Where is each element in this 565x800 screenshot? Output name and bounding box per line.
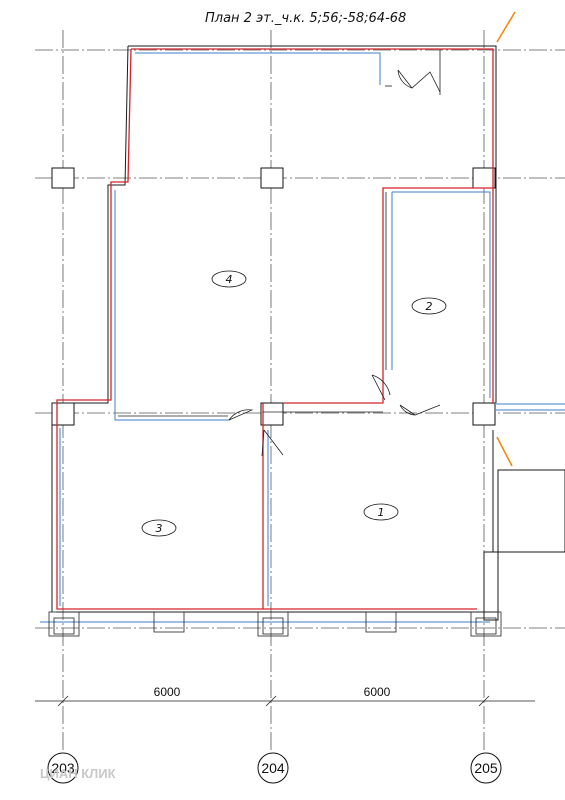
svg-text:205: 205 xyxy=(474,760,498,776)
dimension-right: 6000 xyxy=(364,685,391,699)
orange-markers xyxy=(496,11,516,467)
room-1-label: 1 xyxy=(363,503,399,521)
partitions xyxy=(118,50,441,417)
columns xyxy=(51,167,496,426)
axis-marker-203: 203 xyxy=(47,752,79,784)
room-labels: 4 2 3 1 xyxy=(141,270,447,537)
walls-blue xyxy=(40,52,565,623)
svg-text:203: 203 xyxy=(51,760,75,776)
svg-text:1: 1 xyxy=(378,506,385,519)
svg-text:2: 2 xyxy=(426,300,433,313)
axis-markers: 203 204 205 xyxy=(47,752,502,784)
room-4-label: 4 xyxy=(211,270,247,288)
watermark: ЦИАН КЛИК xyxy=(40,766,116,781)
svg-text:204: 204 xyxy=(261,760,285,776)
dimension-lines: 6000 6000 xyxy=(35,685,535,707)
grid-axes xyxy=(35,30,565,750)
axis-marker-204: 204 xyxy=(257,752,289,784)
axis-marker-205: 205 xyxy=(470,752,502,784)
doors xyxy=(228,69,441,457)
dimension-left: 6000 xyxy=(154,685,181,699)
svg-text:3: 3 xyxy=(156,522,163,535)
walls-black xyxy=(51,45,565,621)
plan-title: План 2 эт._ч.к. 5;56;-58;64-68 xyxy=(205,11,406,26)
walls-red xyxy=(56,48,494,610)
window-niches xyxy=(48,611,502,637)
room-3-label: 3 xyxy=(141,519,177,537)
svg-text:4: 4 xyxy=(226,273,233,286)
room-2-label: 2 xyxy=(411,297,447,315)
